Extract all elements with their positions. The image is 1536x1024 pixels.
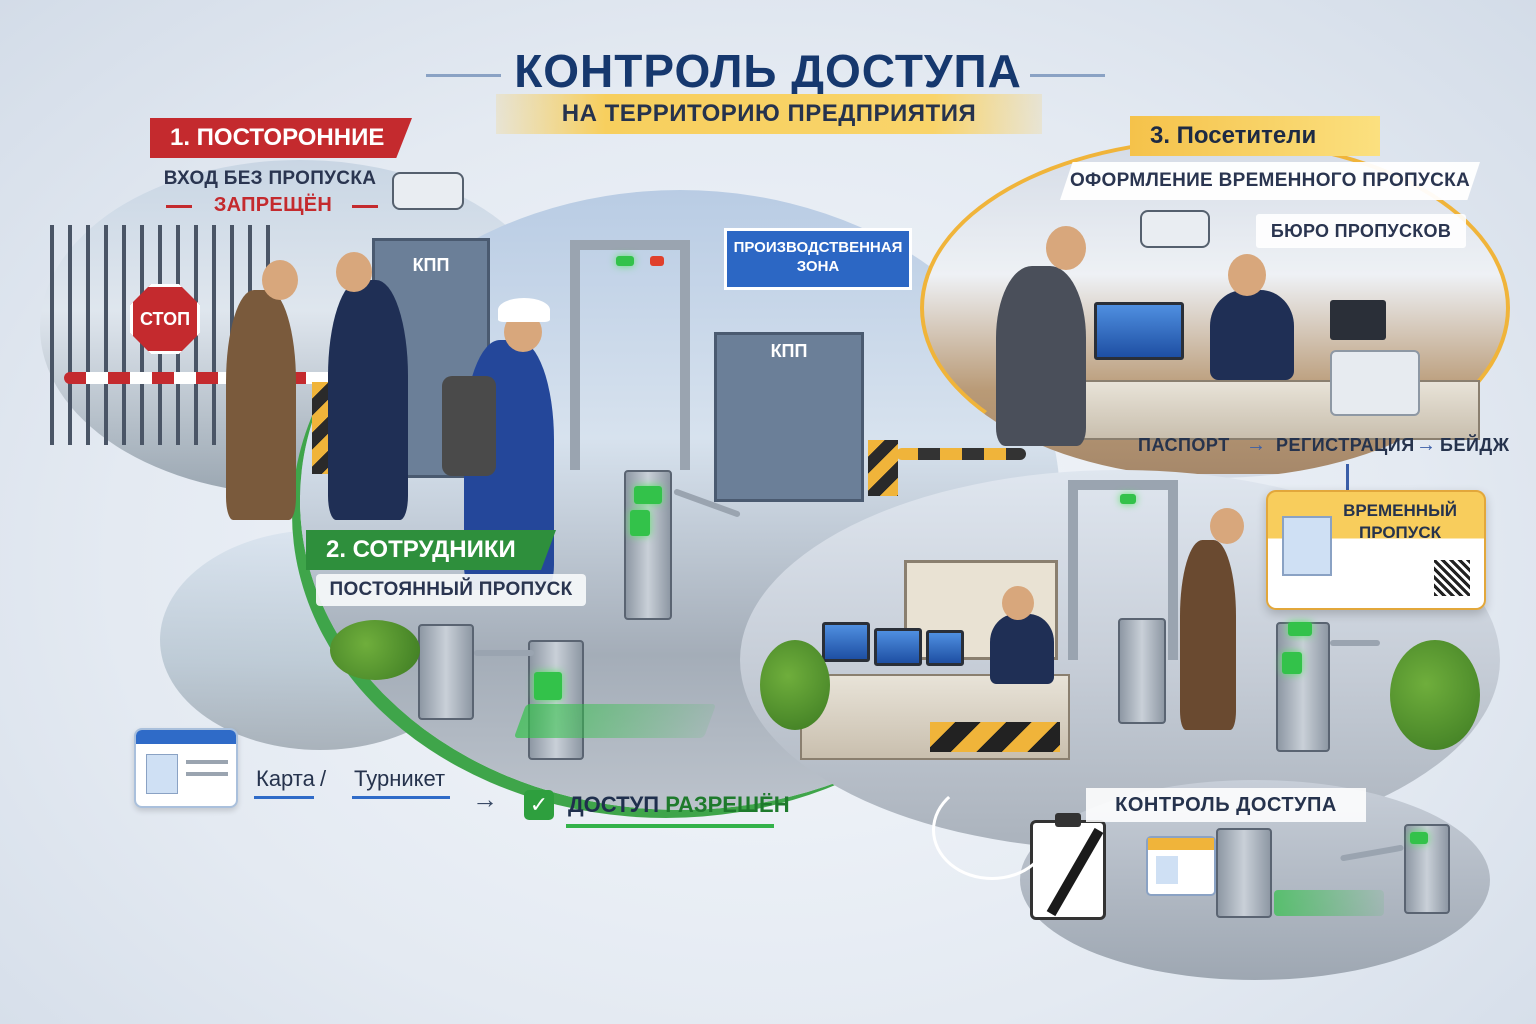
kpp-sign-1: КПП bbox=[412, 255, 450, 275]
visitor-head bbox=[262, 260, 298, 300]
turnstile-right-check-icon bbox=[534, 672, 562, 700]
turnstile-left-arm bbox=[474, 650, 534, 656]
security-guard-figure bbox=[990, 614, 1054, 684]
turnstile-right bbox=[528, 640, 584, 760]
green-path-arrow bbox=[513, 704, 717, 738]
check-icon: ✓ bbox=[524, 790, 554, 820]
metal-detector-frame bbox=[570, 240, 690, 470]
control-turnstile-lamp bbox=[1410, 832, 1428, 844]
employee-id-card-icon bbox=[134, 728, 238, 808]
section-outsiders-banner: 1. ПОСТОРОННИЕ bbox=[150, 118, 412, 158]
bush bbox=[760, 640, 830, 730]
security-monitor-3 bbox=[926, 630, 964, 666]
visitor-figure bbox=[226, 290, 296, 520]
bush bbox=[330, 620, 420, 680]
section-employees-banner: 2. СОТРУДНИКИ bbox=[306, 530, 556, 570]
bureau-camera-icon bbox=[1140, 210, 1210, 248]
legend-separator: / bbox=[320, 766, 327, 791]
kpp-booth-2: КПП bbox=[714, 332, 864, 502]
red-dash-right bbox=[352, 205, 378, 208]
legend-card-label: Карта bbox=[256, 766, 315, 791]
security-monitor-2 bbox=[874, 628, 922, 666]
security-monitor-1 bbox=[822, 622, 870, 662]
flow-step-registration: РЕГИСТРАЦИЯ bbox=[1276, 435, 1415, 455]
security-guard-head bbox=[1002, 586, 1034, 620]
receptionist-head bbox=[1228, 254, 1266, 296]
card-underline bbox=[254, 796, 314, 799]
section-visitors-banner: 3. Посетители bbox=[1130, 116, 1380, 156]
turnstile-left bbox=[418, 624, 474, 720]
access-control-title: КОНТРОЛЬ ДОСТУПА bbox=[1086, 788, 1366, 822]
visitor-detector-lamp bbox=[1120, 494, 1136, 504]
control-green-path bbox=[1274, 890, 1384, 916]
visitor-turnstile-right bbox=[1276, 622, 1330, 752]
access-granted-word: РАЗРЕШЁН bbox=[665, 792, 790, 817]
legend-turnstile-label: Турникет bbox=[354, 766, 446, 791]
permanent-pass-text: ПОСТОЯННЫЙ ПРОПУСК bbox=[316, 574, 586, 606]
guard-head bbox=[336, 252, 372, 292]
stop-sign: СТОП bbox=[130, 284, 200, 354]
id-line bbox=[186, 772, 228, 776]
visitor-turnstile-left bbox=[1118, 618, 1166, 724]
flow-arrow-icon: → bbox=[1416, 434, 1436, 456]
flow-step-passport: ПАСПОРТ bbox=[1138, 435, 1230, 455]
flow-step-badge: БЕЙДЖ bbox=[1440, 435, 1510, 455]
legend-arrow-icon: → bbox=[472, 784, 498, 814]
control-turnstile-left bbox=[1216, 828, 1272, 918]
visitor-turnstile-arm bbox=[1330, 640, 1380, 646]
reception-monitor bbox=[1094, 302, 1184, 360]
page-subtitle: НА ТЕРРИТОРИЮ ПРЕДПРИЯТИЯ bbox=[496, 94, 1042, 134]
red-dash-left bbox=[166, 205, 192, 208]
flow-arrow-icon: → bbox=[1246, 434, 1266, 456]
bush bbox=[1390, 640, 1480, 750]
barrier-arm-2 bbox=[896, 448, 1026, 460]
kpp-sign-2: КПП bbox=[770, 341, 808, 361]
barrier-post-2 bbox=[868, 440, 898, 496]
walking-visitor-head bbox=[1210, 508, 1244, 544]
badge-icon bbox=[1146, 836, 1216, 896]
visitor-registering-head bbox=[1046, 226, 1086, 270]
production-zone-sign: ПРОИЗВОДСТВЕННАЯ ЗОНА bbox=[724, 228, 912, 290]
qr-code-icon bbox=[1434, 560, 1470, 596]
temporary-pass-label: ВРЕМЕННЫЙ ПРОПУСК bbox=[1343, 501, 1457, 543]
title-decor-left bbox=[426, 74, 501, 77]
visitor-metal-detector bbox=[1068, 480, 1178, 660]
hard-hat-icon bbox=[498, 298, 550, 322]
forbidden-text: ЗАПРЕЩЁН bbox=[213, 194, 333, 216]
no-pass-text: ВХОД БЕЗ ПРОПУСКА bbox=[163, 168, 377, 189]
turnstile-main-check-icon bbox=[630, 510, 650, 536]
access-granted-prefix: ДОСТУП bbox=[568, 792, 660, 817]
backpack-icon bbox=[442, 376, 496, 476]
turnstile-main-lamp bbox=[634, 486, 662, 504]
visitor-registering-figure bbox=[996, 266, 1086, 446]
receptionist-figure bbox=[1210, 290, 1294, 380]
walking-visitor-figure bbox=[1180, 540, 1236, 730]
temporary-pass-card bbox=[1266, 490, 1486, 610]
title-decor-right bbox=[1030, 74, 1105, 77]
access-granted-text: ДОСТУП РАЗРЕШЁН bbox=[568, 790, 790, 820]
id-photo bbox=[146, 754, 178, 794]
security-camera-icon bbox=[392, 172, 464, 210]
curved-arrow-icon bbox=[932, 780, 1052, 880]
id-line bbox=[186, 760, 228, 764]
back-monitor bbox=[1330, 300, 1386, 340]
temp-pass-process-text: ОФОРМЛЕНИЕ ВРЕМЕННОГО ПРОПУСКА bbox=[1060, 162, 1480, 200]
detector-green-lamp bbox=[616, 256, 634, 266]
badge-photo bbox=[1156, 856, 1178, 884]
detector-red-lamp bbox=[650, 256, 664, 266]
hazard-stripes bbox=[930, 722, 1060, 752]
clipboard-clip bbox=[1055, 813, 1081, 827]
guard-figure bbox=[328, 280, 408, 520]
access-underline bbox=[566, 824, 774, 828]
page-title: КОНТРОЛЬ ДОСТУПА bbox=[514, 45, 1022, 97]
turnstile-underline bbox=[352, 796, 450, 799]
visitor-turnstile-check-icon bbox=[1282, 652, 1302, 674]
visitor-turnstile-lamp bbox=[1288, 622, 1312, 636]
pass-bureau-sign: БЮРО ПРОПУСКОВ bbox=[1256, 214, 1466, 248]
temp-pass-photo bbox=[1282, 516, 1332, 576]
printer-icon bbox=[1330, 350, 1420, 416]
flow-down-arrow-icon bbox=[1346, 464, 1349, 492]
badge-strip bbox=[1148, 838, 1214, 850]
